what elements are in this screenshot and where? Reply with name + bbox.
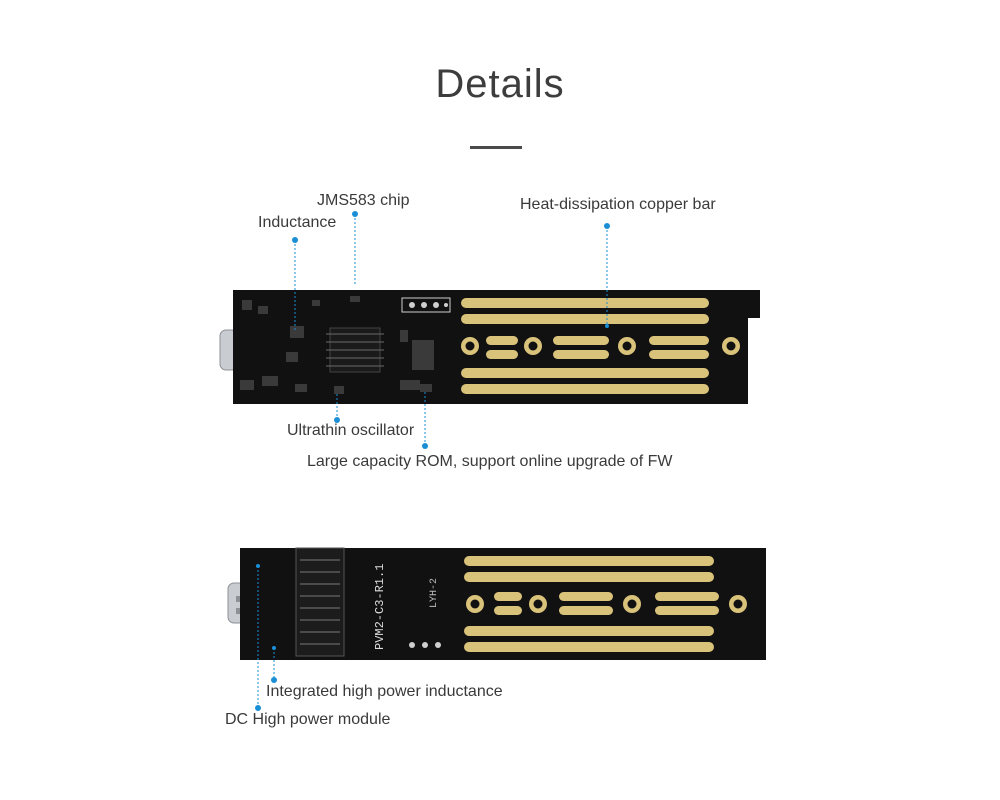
callout-dots-bottom bbox=[255, 564, 277, 711]
top-callout-lines bbox=[294, 214, 608, 446]
heat-dissipation-copper-bars bbox=[461, 298, 740, 394]
silkscreen-rev: LYH-2 bbox=[429, 578, 440, 608]
callout-jms583-chip: JMS583 chip bbox=[317, 192, 410, 209]
title-divider bbox=[470, 146, 522, 149]
copper-bar-holes bbox=[465, 341, 736, 351]
chip-pins bbox=[326, 333, 384, 367]
callout-hp-inductance: Integrated high power inductance bbox=[266, 683, 503, 700]
callout-heat-bar: Heat-dissipation copper bar bbox=[520, 196, 716, 213]
callout-inductance: Inductance bbox=[258, 214, 337, 231]
callout-rom: Large capacity ROM, support online upgra… bbox=[307, 453, 673, 470]
silkscreen-model: PVM2-C3-R1.1 bbox=[373, 564, 387, 650]
bottom-callout-lines bbox=[257, 566, 275, 708]
callout-dc-module: DC High power module bbox=[225, 711, 391, 728]
m2-socket bbox=[295, 547, 345, 657]
page-title: Details bbox=[435, 62, 565, 106]
bottom-bar-holes bbox=[470, 599, 743, 609]
callout-dots-top bbox=[292, 211, 610, 449]
header-pins bbox=[401, 297, 451, 313]
smd-components bbox=[240, 296, 434, 394]
m2-socket-pins bbox=[300, 559, 340, 645]
callout-oscillator: Ultrathin oscillator bbox=[287, 422, 415, 439]
pad-dots bbox=[409, 642, 441, 648]
